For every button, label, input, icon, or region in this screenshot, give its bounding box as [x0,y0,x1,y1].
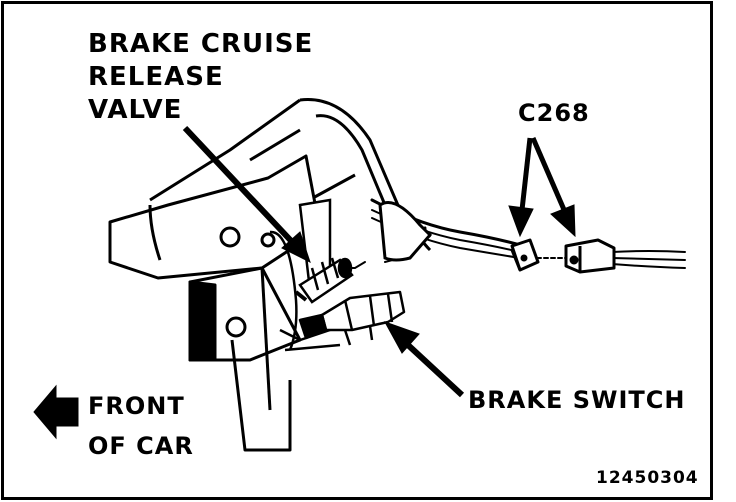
connector-arrowhead-left [508,205,534,238]
label-line: OF CAR [88,432,194,460]
front-arrow-icon [33,384,79,440]
brake-cruise-release-valve [294,257,354,304]
connector-pointer-right [530,137,568,213]
brake-pedal-arm [108,154,322,452]
valve-hose [378,201,433,262]
switch-pointer-line [405,342,465,398]
brake-switch [298,290,406,346]
label-line: BRAKE CRUISE [88,29,314,59]
callout-arrows [33,125,576,440]
diagram-frame [1,1,713,500]
label-connector: C268 [518,99,590,127]
label-brake-switch: BRAKE SWITCH [468,386,686,414]
label-line: FRONT [88,392,185,420]
valve-arrowhead [281,231,311,263]
valve-pointer-line [182,125,298,248]
connector-pointer-left [519,137,533,211]
label-brake-cruise-release-valve: BRAKE CRUISE RELEASE VALVE [88,28,313,127]
connector-arrowhead-right [550,204,576,238]
label-line: VALVE [88,95,183,125]
switch-arrowhead [383,321,420,354]
connector-c268 [510,238,616,274]
label-line: RELEASE [88,62,224,92]
figure-number: 12450304 [596,468,699,488]
label-front-of-car: FRONT OF CAR [88,386,194,466]
